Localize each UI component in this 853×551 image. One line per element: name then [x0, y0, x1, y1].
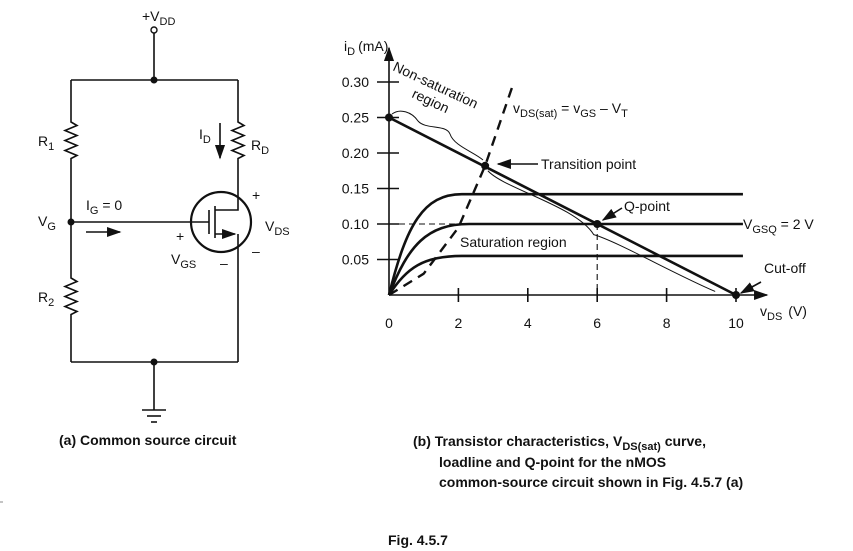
q-point-marker: [593, 220, 602, 228]
characteristic-VGSQ-curve: [387, 222, 743, 296]
caption-b-line1: (b) Transistor characteristics, VDS(sat)…: [413, 433, 706, 453]
transition-point-marker: [481, 161, 490, 170]
vds-plus: +: [252, 187, 260, 203]
ig-label: IG = 0: [86, 197, 122, 217]
vgs-minus: –: [220, 255, 228, 271]
x-axis-label: vDS(V): [760, 303, 807, 323]
rd-label: RD: [251, 137, 269, 157]
load-line-intercept-marker: [385, 113, 393, 122]
vgs-plus: +: [176, 228, 184, 244]
x-tick-label: 0: [385, 315, 393, 331]
resistor-r1: [62, 80, 80, 222]
y-axis-label: iD(mA): [344, 38, 388, 58]
load-line: [388, 116, 737, 297]
r2-label: R2: [38, 289, 54, 309]
vds-minus: –: [252, 243, 260, 259]
resistor-rd: [229, 80, 247, 198]
y-tick-label: 0.20: [342, 145, 369, 161]
x-tick-label: 8: [663, 315, 671, 331]
qpoint-label: Q-point: [624, 198, 670, 214]
cutoff-arrow-icon: [739, 281, 762, 294]
nmos-transistor-icon: [189, 190, 253, 362]
non-saturation-brace: [391, 110, 484, 161]
saturation-region-label: Saturation region: [460, 234, 567, 250]
cut-off-marker: [732, 291, 740, 299]
y-tick-label: 0.25: [342, 110, 369, 126]
characteristic-high-curve: [387, 192, 743, 296]
x-tick-label: 6: [593, 315, 601, 331]
vds-sat-equation: vDS(sat) = vGS – VT: [513, 100, 628, 120]
vgsq-label: VGSQ = 2 V: [743, 216, 814, 236]
ground-icon: [142, 409, 166, 423]
resistor-r2: [62, 222, 80, 362]
vgs-label: VGS: [171, 251, 196, 271]
transition-point-label: Transition point: [541, 156, 636, 172]
common-source-circuit: +VDD R1 RD ID VG IG = 0 + – VDS +: [38, 8, 290, 448]
vds-label: VDS: [265, 218, 290, 238]
caption-b-line3: common-source circuit shown in Fig. 4.5.…: [439, 474, 743, 490]
r1-label: R1: [38, 133, 54, 153]
x-tick-label: 10: [728, 315, 744, 331]
caption-a: (a) Common source circuit: [59, 432, 237, 448]
saturation-brace: [487, 170, 716, 292]
y-tick-label: 0.05: [342, 252, 369, 268]
x-tick-label: 4: [524, 315, 532, 331]
vdd-terminal: [150, 26, 158, 34]
qpoint-arrow-icon: [601, 207, 623, 221]
cutoff-label: Cut-off: [764, 260, 806, 276]
vds-sat-curve: [388, 81, 516, 297]
figure-label: Fig. 4.5.7: [388, 532, 448, 548]
y-tick-label: 0.30: [342, 74, 369, 90]
vdd-label: +VDD: [142, 8, 175, 28]
id-label: ID: [199, 126, 211, 146]
vg-label: VG: [38, 213, 56, 233]
x-tick-label: 2: [455, 315, 463, 331]
characteristic-low-curve: [387, 254, 743, 296]
caption-b-line2: loadline and Q-point for the nMOS: [439, 454, 666, 470]
y-tick-label: 0.15: [342, 181, 369, 197]
y-tick-label: 0.10: [342, 216, 369, 232]
